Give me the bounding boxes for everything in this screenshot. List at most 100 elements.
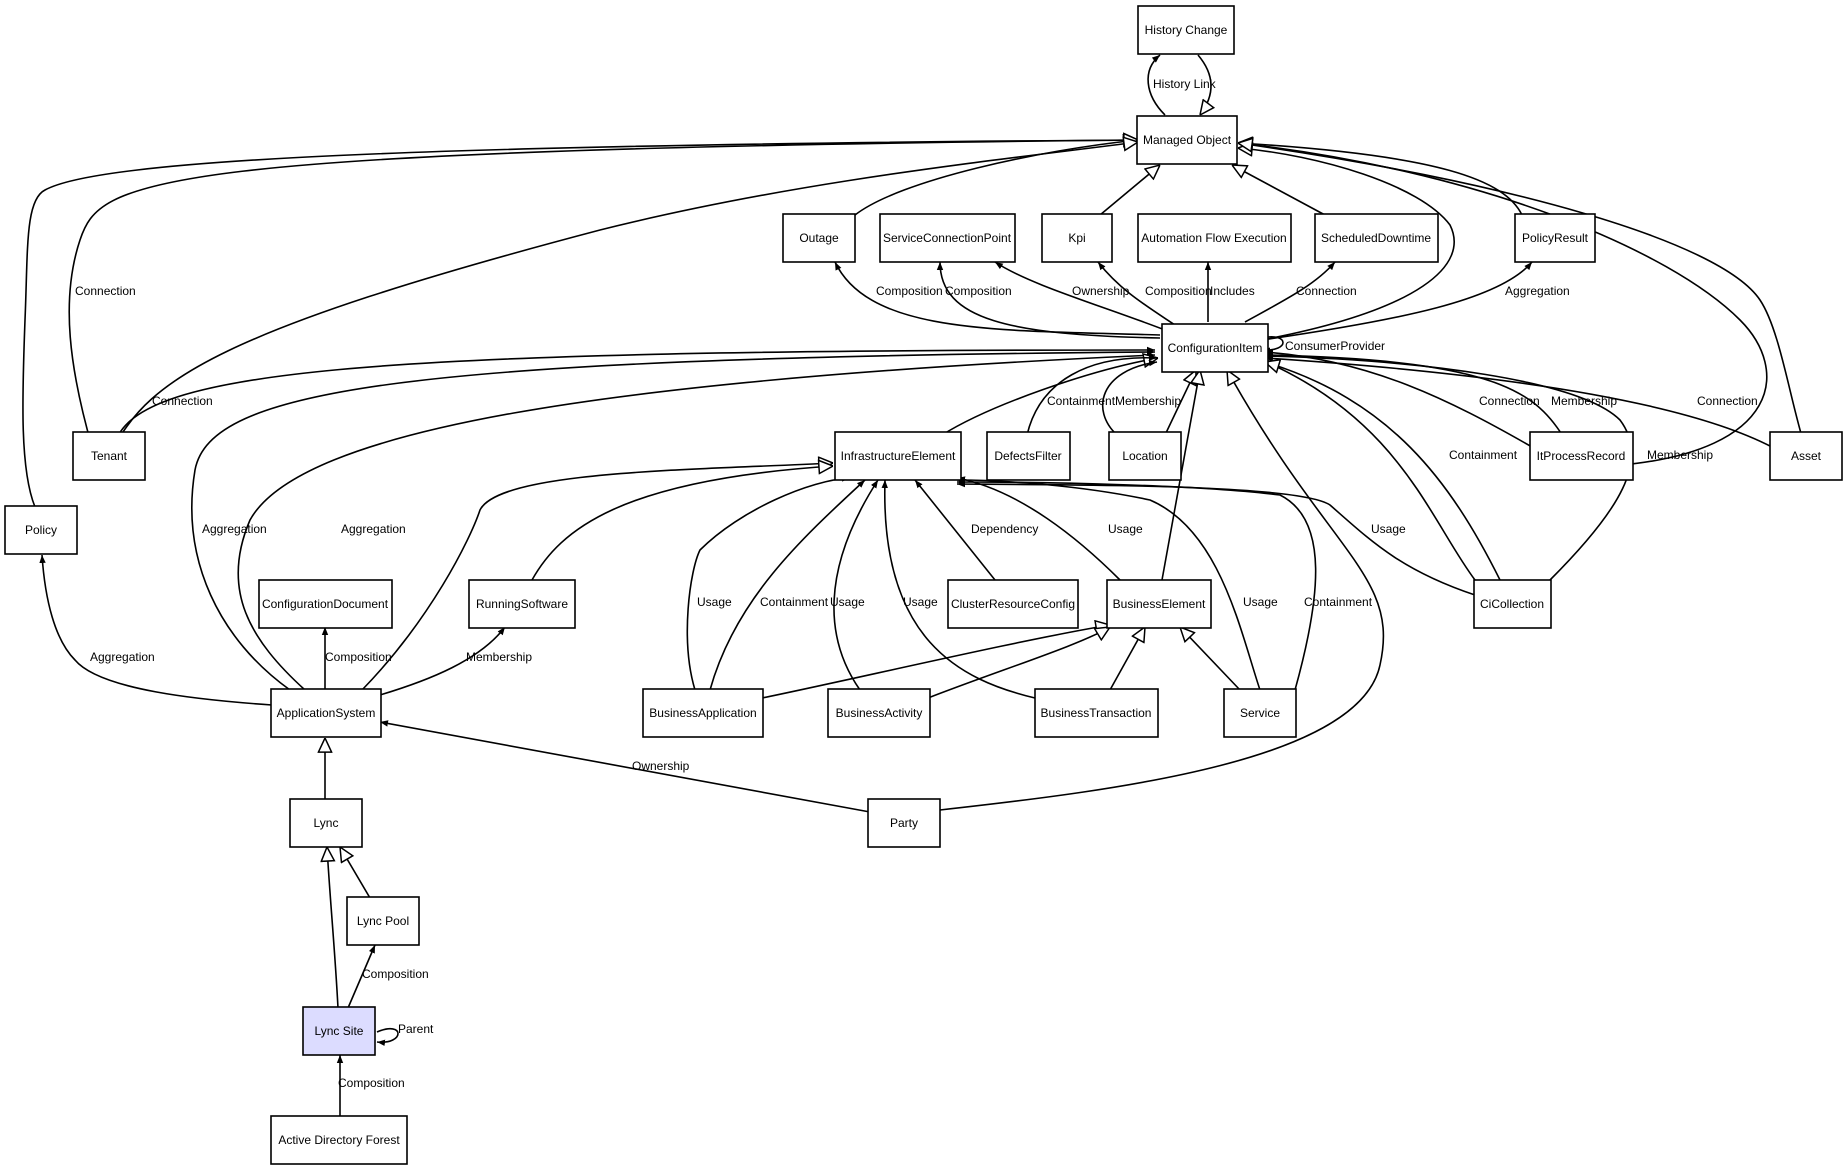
svg-text:ConfigurationDocument: ConfigurationDocument [262,597,389,611]
svg-text:BusinessTransaction: BusinessTransaction [1041,706,1152,720]
node-scheduled-downtime[interactable]: ScheduledDowntime [1314,213,1439,263]
edge-itpr-mo [1238,143,1768,466]
svg-text:Party: Party [890,816,918,830]
node-lync-pool[interactable]: Lync Pool [346,896,420,946]
node-kpi[interactable]: Kpi [1041,213,1113,263]
label-history-link: History Link [1153,77,1217,91]
svg-text:Service: Service [1240,706,1280,720]
svg-text:ItProcessRecord: ItProcessRecord [1537,449,1626,463]
edge-ci-kpi-comp [1097,261,1176,326]
node-tenant[interactable]: Tenant [72,431,146,481]
edge-site-self [376,1027,399,1047]
svg-text:BusinessActivity: BusinessActivity [836,706,923,720]
svg-text:History Change: History Change [1145,23,1228,37]
node-location[interactable]: Location [1108,431,1182,481]
node-active-directory-forest[interactable]: Active Directory Forest [270,1115,408,1165]
edge-as-ci-agg1 [191,348,1156,691]
node-lync-site[interactable]: Lync Site [302,1006,376,1056]
edge-pool-lync [340,847,371,899]
svg-text:Tenant: Tenant [91,449,128,463]
label-adf-site-composition: Composition [338,1076,405,1090]
label-as-ci-aggregation-2: Aggregation [341,522,406,536]
node-defects-filter[interactable]: DefectsFilter [986,431,1071,481]
node-ci-collection[interactable]: CiCollection [1473,579,1552,629]
edge-bact-be [927,627,1110,699]
edge-rs-ie [531,466,833,581]
node-cluster-resource-config[interactable]: ClusterResourceConfig [947,579,1079,629]
svg-text:ServiceConnectionPoint: ServiceConnectionPoint [883,231,1012,245]
label-ci-pr-aggregation: Aggregation [1505,284,1570,298]
node-policy-result[interactable]: PolicyResult [1514,213,1596,263]
node-business-element[interactable]: BusinessElement [1106,579,1212,629]
edge-defects-ci [1026,354,1158,436]
node-outage[interactable]: Outage [782,213,856,263]
edge-site-lync [327,847,339,1009]
edge-party-as [379,720,871,813]
label-as-rs-membership: Membership [466,650,532,664]
edge-crc-ie [914,479,996,581]
label-svc-ie-usage: Usage [1243,595,1278,609]
node-history-change[interactable]: History Change [1137,5,1235,55]
svg-text:DefectsFilter: DefectsFilter [994,449,1061,463]
edge-ci-pr [1261,261,1533,341]
edge-as-ci-agg2 [237,352,1156,691]
edge-ci-mo [1238,148,1455,341]
node-business-transaction[interactable]: BusinessTransaction [1034,688,1159,738]
edge-ci-scp [936,261,1161,339]
edge-as-policy [39,554,273,706]
edge-bt-ie [881,479,1036,699]
svg-text:ApplicationSystem: ApplicationSystem [277,706,376,720]
node-configuration-document[interactable]: ConfigurationDocument [258,579,393,629]
node-it-process-record[interactable]: ItProcessRecord [1529,431,1634,481]
node-asset[interactable]: Asset [1769,431,1843,481]
edge-ci-sd [1244,261,1336,323]
edge-location-ci-memb [1101,359,1158,436]
label-cicoll-membership: Membership [1647,448,1713,462]
node-running-software[interactable]: RunningSoftware [468,579,576,629]
edge-itpr-ci-memb [1264,351,1571,448]
edge-ci-kpi-own [994,261,1166,331]
edge-ba-ie-usage [686,475,851,691]
label-tenant-mo-connection: Connection [75,284,136,298]
edge-tenant-ci [113,346,1156,448]
svg-text:Lync Pool: Lync Pool [357,914,409,928]
label-location-membership: Membership [1115,394,1181,408]
label-ci-sd-connection: Connection [1296,284,1357,298]
label-ci-scp-composition: Composition [945,284,1012,298]
node-configuration-item[interactable]: ConfigurationItem [1161,323,1269,373]
svg-text:ClusterResourceConfig: ClusterResourceConfig [951,597,1075,611]
edge-sd-mo [1232,165,1326,216]
node-service[interactable]: Service [1223,688,1297,738]
node-business-application[interactable]: BusinessApplication [642,688,764,738]
label-cicoll-ie-usage: Usage [1371,522,1406,536]
edge-cicoll-ci-cont [1261,359,1476,581]
edge-history-link-a [1147,54,1166,116]
edge-history-link-b [1197,54,1211,115]
svg-text:BusinessElement: BusinessElement [1113,597,1206,611]
svg-text:CiCollection: CiCollection [1480,597,1544,611]
node-automation-flow-execution[interactable]: Automation Flow Execution [1137,213,1292,263]
node-managed-object[interactable]: Managed Object [1136,115,1238,165]
node-policy[interactable]: Policy [4,505,78,555]
node-application-system[interactable]: ApplicationSystem [270,688,382,738]
node-service-connection-point[interactable]: ServiceConnectionPoint [879,213,1016,263]
label-svc-ie-containment: Containment [1304,595,1373,609]
node-business-activity[interactable]: BusinessActivity [827,688,931,738]
node-infrastructure-element[interactable]: InfrastructureElement [834,431,962,481]
svg-text:Active Directory Forest: Active Directory Forest [278,1133,400,1147]
edge-svc-ie-cont [956,478,1317,691]
label-be-ie-usage: Usage [1108,522,1143,536]
edge-cicoll-ci-memb [1264,353,1633,581]
label-ci-consumer-provider: ConsumerProvider [1285,339,1385,353]
svg-text:Outage: Outage [799,231,839,245]
label-asset-connection: Connection [1697,394,1758,408]
edge-as-rs [379,626,506,696]
edge-ie-ci [941,358,1158,436]
label-tenant-ci-connection: Connection [152,394,213,408]
svg-text:Policy: Policy [25,523,57,537]
label-as-cd-composition: Composition [325,650,392,664]
node-party[interactable]: Party [867,798,941,848]
node-lync[interactable]: Lync [289,798,363,848]
edge-party-ci [939,370,1385,811]
